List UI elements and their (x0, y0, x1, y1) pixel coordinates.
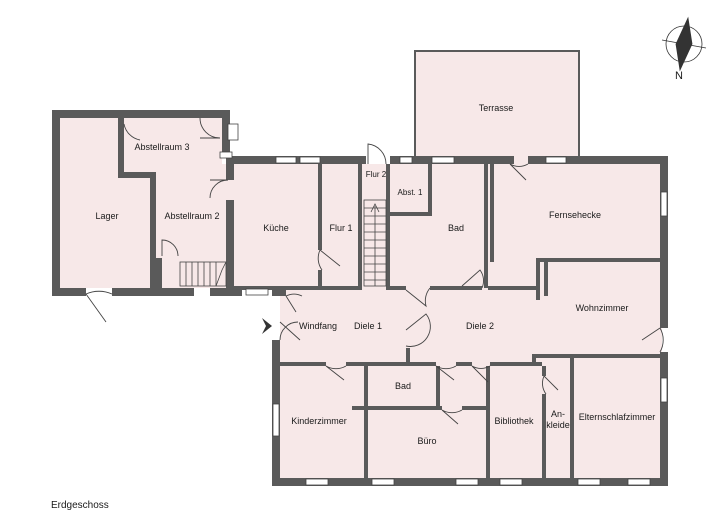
room-label-diele1: Diele 1 (354, 321, 382, 331)
room-label-terrasse: Terrasse (479, 103, 514, 113)
room-label-flur2: Flur 2 (366, 170, 387, 179)
room-label-abst1: Abst. 1 (398, 188, 423, 197)
room-label-abstellraum2: Abstellraum 2 (164, 211, 219, 221)
room-label-flur1: Flur 1 (329, 223, 352, 233)
room-label-kueche: Küche (263, 223, 289, 233)
room-label-bad-lower: Bad (395, 381, 411, 391)
room-label-lager: Lager (95, 211, 118, 221)
room-label-ankleide-line2: kleide (546, 420, 570, 430)
room-label-diele2: Diele 2 (466, 321, 494, 331)
staircase-small (179, 261, 227, 287)
room-label-ankleide-line1: An- (551, 409, 565, 419)
room-label-abstellraum3: Abstellraum 3 (134, 142, 189, 152)
room-label-elternschlafzimmer: Elternschlafzimmer (579, 412, 656, 422)
entrance-arrow-icon (262, 318, 272, 334)
room-label-bad-upper: Bad (448, 223, 464, 233)
room-label-wohnzimmer: Wohnzimmer (576, 303, 629, 313)
room-label-windfang: Windfang (299, 321, 337, 331)
staircase-main (363, 199, 387, 287)
room-label-fernsehecke: Fernsehecke (549, 210, 601, 220)
windows (219, 123, 668, 486)
compass-icon (661, 16, 707, 72)
doors (85, 117, 664, 425)
compass-label: N (675, 70, 683, 82)
room-labels: Lager Abstellraum 3 Abstellraum 2 Küche … (95, 103, 655, 446)
floor-areas (58, 52, 662, 478)
room-label-bibliothek: Bibliothek (494, 416, 534, 426)
room-label-buero: Büro (417, 436, 436, 446)
room-label-kinderzimmer: Kinderzimmer (291, 416, 347, 426)
floor-caption: Erdgeschoss (51, 500, 109, 511)
